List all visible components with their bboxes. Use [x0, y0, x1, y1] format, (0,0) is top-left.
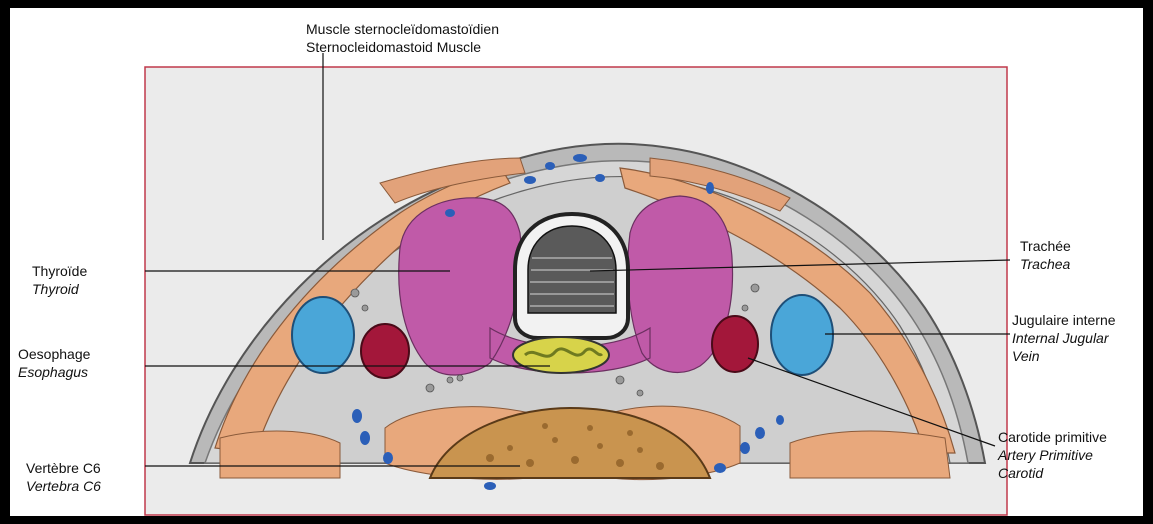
neck-cross-section: [10, 8, 1143, 516]
label-thyroid-fr: Thyroïde: [32, 262, 87, 280]
posterior-muscle-right: [790, 431, 950, 478]
label-vertebra-fr: Vertèbre C6: [26, 459, 101, 477]
label-carotid-fr: Carotide primitive: [998, 428, 1107, 446]
label-vertebra-en: Vertebra C6: [26, 477, 101, 495]
label-esophagus-fr: Oesophage: [18, 345, 90, 363]
label-scm-fr: Muscle sternocleïdomastoïdien: [306, 20, 499, 38]
jugular-vein-right: [771, 295, 833, 375]
diagram-frame: Muscle sternocleïdomastoïdien Sternoclei…: [10, 8, 1143, 516]
posterior-muscle-left: [220, 431, 340, 478]
jugular-vein-left: [292, 297, 354, 373]
label-thyroid-en: Thyroid: [32, 280, 87, 298]
label-jugular-en2: Vein: [1012, 347, 1116, 365]
label-jugular-fr: Jugulaire interne: [1012, 311, 1116, 329]
label-jugular: Jugulaire interne Internal Jugular Vein: [1012, 311, 1116, 365]
label-scm-en: Sternocleidomastoid Muscle: [306, 38, 499, 56]
label-vertebra: Vertèbre C6 Vertebra C6: [26, 459, 101, 495]
carotid-artery-left: [361, 324, 409, 378]
label-carotid-en2: Carotid: [998, 464, 1107, 482]
label-trachea-en: Trachea: [1020, 255, 1071, 273]
label-thyroid: Thyroïde Thyroid: [32, 262, 87, 298]
label-esophagus-en: Esophagus: [18, 363, 90, 381]
label-esophagus: Oesophage Esophagus: [18, 345, 90, 381]
label-trachea-fr: Trachée: [1020, 237, 1071, 255]
carotid-artery-right: [712, 316, 758, 372]
label-carotid: Carotide primitive Artery Primitive Caro…: [998, 428, 1107, 482]
label-trachea: Trachée Trachea: [1020, 237, 1071, 273]
label-carotid-en1: Artery Primitive: [998, 446, 1107, 464]
label-scm: Muscle sternocleïdomastoïdien Sternoclei…: [306, 20, 499, 56]
label-jugular-en1: Internal Jugular: [1012, 329, 1116, 347]
